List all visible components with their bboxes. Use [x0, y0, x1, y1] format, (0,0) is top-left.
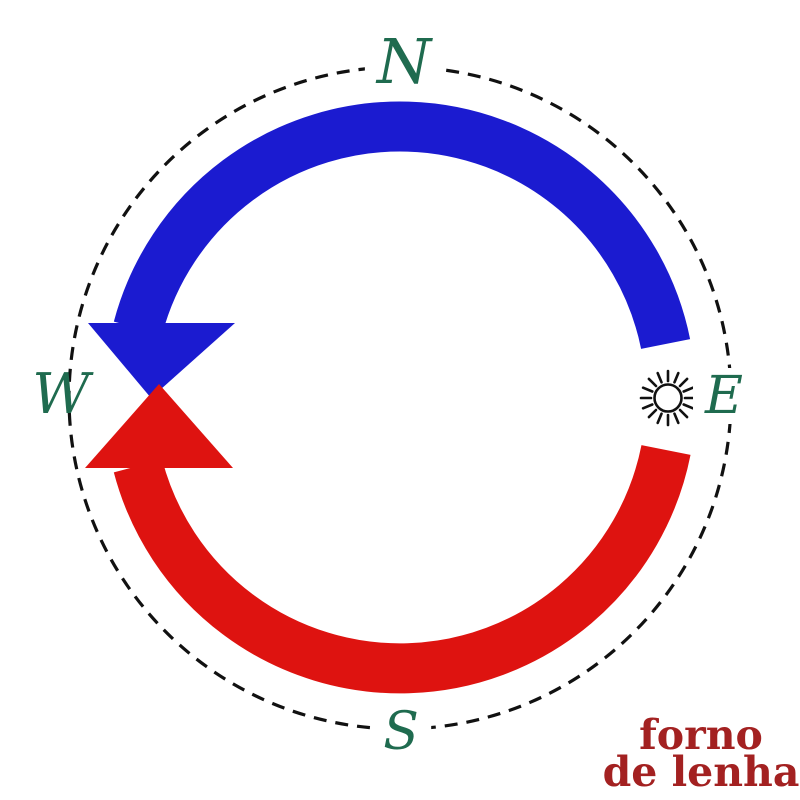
caption-line2: de lenha: [602, 748, 800, 796]
red-arc: [113, 445, 691, 694]
label-east: E: [693, 368, 755, 424]
label-south: S: [371, 704, 431, 760]
sun-icon: [639, 369, 697, 427]
label-west: W: [32, 362, 90, 427]
caption-line1: forno: [639, 711, 763, 759]
caption: forno de lenha: [602, 711, 800, 796]
red-arrowhead-icon: [85, 384, 233, 468]
label-north: N: [364, 29, 444, 95]
blue-arc: [113, 101, 691, 349]
blue-arrowhead-icon: [88, 323, 235, 398]
